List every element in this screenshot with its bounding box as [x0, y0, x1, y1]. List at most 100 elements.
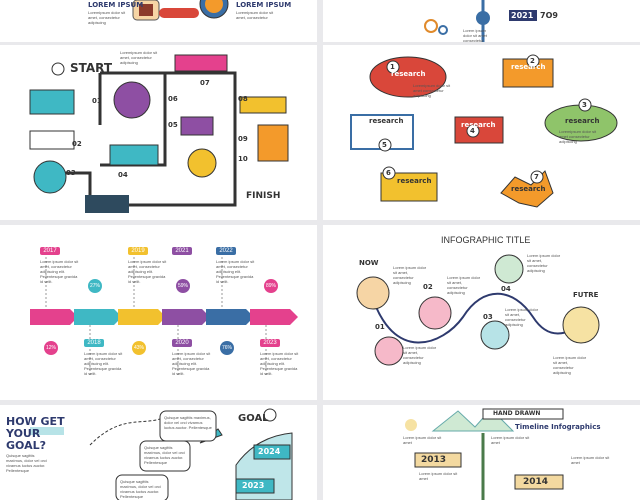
slide-8-year: 2013 [421, 455, 447, 465]
slide-6-step: 01 [375, 323, 385, 331]
slide-2-art [424, 0, 537, 42]
slide-8-hand: HAND DRAWN [493, 410, 541, 417]
slide-6-art [356, 254, 600, 366]
slide-5-percent: 76% [220, 341, 234, 355]
slide-5-year: 2023 [260, 339, 280, 347]
slide-5-percent: 43% [132, 341, 146, 355]
slide-6-body: Lorem ipsum dolor sit amet, consectetur … [447, 275, 481, 295]
slide-4-step: 2 [530, 57, 535, 65]
slide-7-year: 2024 [258, 447, 281, 456]
slide-6-future: FUTRE [573, 291, 599, 299]
slide-6-step: 04 [501, 285, 511, 293]
slide-5[interactable]: 2017 2019 2021 2022 2018 2020 2023 27% 5… [0, 225, 317, 400]
slide-4-body: Loremipsum dolor sit amet consectetur ad… [413, 83, 451, 98]
slide-6[interactable]: INFOGRAPHIC TITLE NOW FUTRE 01 02 03 04 … [323, 225, 640, 400]
slide-7[interactable]: HOW GET YOUR GOAL? GOAL 2024 2023 Quisqu… [0, 405, 317, 500]
slide-2[interactable]: 2021 7O9 Lorem ipsum dolor sit amet cons… [323, 0, 640, 42]
slide-7-year: 2023 [242, 481, 265, 490]
slide-4-label: research [397, 177, 432, 185]
slide-1-title-a: LOREM IPSUM [88, 1, 144, 9]
slide-4-label: research [565, 117, 600, 125]
slide-4-step: 3 [582, 101, 587, 109]
slide-3[interactable]: START FINISH 01 02 03 04 05 06 07 08 09 … [0, 45, 317, 220]
slide-6-now: NOW [359, 259, 379, 267]
slide-5-percent: 27% [88, 279, 102, 293]
slide-8-body: Lorem ipsum dolor sit amet [571, 455, 610, 465]
slide-5-percent: 59% [176, 279, 190, 293]
slide-8-title: Timeline Infographics [515, 423, 601, 431]
slide-7-body: Quisque sagittis maximus, dolor vel orci… [6, 453, 47, 473]
slide-5-art [30, 257, 298, 375]
slide-2-year: 2021 [511, 11, 534, 20]
slide-5-year: 2021 [172, 247, 192, 255]
slide-6-title: INFOGRAPHIC TITLE [441, 235, 531, 245]
slide-3-body: Loremipsum dolor sit amet, consectetur a… [120, 50, 158, 65]
slide-3-step: 06 [168, 95, 178, 103]
slide-6-body: Lorem ipsum dolor sit amet, consectetur … [553, 355, 587, 375]
slide-1[interactable]: LOREM IPSUM LOREM IPSUM Loremipsum dolor… [0, 0, 317, 42]
slide-4-body: Loremipsum dolor sit amet consectetur ad… [559, 129, 597, 144]
slide-5-year: 2018 [84, 339, 104, 347]
slide-5-body: Lorem ipsum dolor sit amet, consectetur … [260, 351, 299, 376]
slide-6-body: Lorem ipsum dolor sit amet, consectetur … [403, 345, 437, 365]
slide-8[interactable]: HAND DRAWN Timeline Infographics 2013 20… [323, 405, 640, 500]
slide-6-step: 02 [423, 283, 433, 291]
slide-4-label: research [391, 70, 426, 78]
slide-7-goal: GOAL [238, 413, 269, 424]
slide-8-year: 2014 [523, 477, 549, 487]
slide-7-heading: YOUR [6, 427, 41, 440]
slide-4-label: research [511, 63, 546, 71]
slide-3-step: 03 [66, 169, 76, 177]
slide-5-year: 2022 [216, 247, 236, 255]
slide-7-body: Quisque sagittis maximus, dolor vel orci… [120, 479, 161, 499]
slide-7-art [30, 408, 293, 500]
slide-3-step: 07 [200, 79, 210, 87]
slide-4[interactable]: research research research research rese… [323, 45, 640, 220]
slide-3-start: START [70, 61, 113, 75]
slide-5-body: Lorem ipsum dolor sit amet, consectetur … [128, 259, 167, 284]
slide-6-body: Lorem ipsum dolor sit amet, consectetur … [527, 253, 561, 273]
slide-4-step: 7 [534, 173, 539, 181]
slide-3-step: 05 [168, 121, 178, 129]
slide-5-year: 2019 [128, 247, 148, 255]
slide-7-heading: GOAL? [6, 439, 46, 452]
slide-5-body: Lorem ipsum dolor sit amet, consectetur … [172, 351, 211, 376]
slide-1-art [132, 0, 229, 21]
slide-8-body: Lorem ipsum dolor sit amet [419, 471, 458, 481]
slide-2-number: 7O9 [540, 11, 558, 20]
slide-3-art [29, 54, 289, 213]
slide-5-body: Lorem ipsum dolor sit amet, consectetur … [40, 259, 79, 284]
slide-6-body: Lorem ipsum dolor sit amet, consectetur … [505, 307, 539, 327]
slide-4-label: research [511, 185, 546, 193]
slide-6-step: 03 [483, 313, 493, 321]
slide-3-finish: FINISH [246, 191, 281, 201]
slide-3-step: 02 [72, 140, 82, 148]
slide-4-step: 6 [386, 169, 391, 177]
slide-5-percent: 89% [264, 279, 278, 293]
slide-1-desc-b: Loremipsum dolor sit amet, consectetur [236, 10, 274, 20]
slide-5-year: 2020 [172, 339, 192, 347]
slide-4-art [350, 54, 618, 208]
slide-3-step: 01 [92, 97, 102, 105]
slide-8-body: Lorem ipsum dolor sit amet [491, 435, 530, 445]
slide-4-step: 5 [382, 141, 387, 149]
slide-3-step: 09 [238, 135, 248, 143]
slide-1-desc-a: Loremipsum dolor sit amet, consectetur a… [88, 10, 126, 25]
slide-3-step: 08 [238, 95, 248, 103]
slide-4-label: research [461, 121, 496, 129]
slide-5-body: Lorem ipsum dolor sit amet, consectetur … [216, 259, 255, 284]
slide-2-desc: Lorem ipsum dolor sit amet consectetur a… [463, 28, 488, 42]
slide-7-body: Quisque sagittis maximus, dolor vel orci… [144, 445, 185, 465]
slide-8-art [405, 408, 564, 500]
slide-4-step: 4 [470, 127, 475, 135]
slide-7-heading: HOW GET [6, 415, 65, 428]
slide-3-step: 10 [238, 155, 248, 163]
slide-1-title-b: LOREM IPSUM [236, 1, 292, 9]
slide-5-percent: 12% [44, 341, 58, 355]
slide-4-label: research [369, 117, 404, 125]
slide-5-year: 2017 [40, 247, 60, 255]
slide-6-body: Lorem ipsum dolor sit amet, consectetur … [393, 265, 427, 285]
slide-3-step: 04 [118, 171, 128, 179]
slide-7-body: Quisque sagittis maximus, dolor vel orci… [164, 415, 212, 430]
slide-8-body: Lorem ipsum dolor sit amet [403, 435, 442, 445]
